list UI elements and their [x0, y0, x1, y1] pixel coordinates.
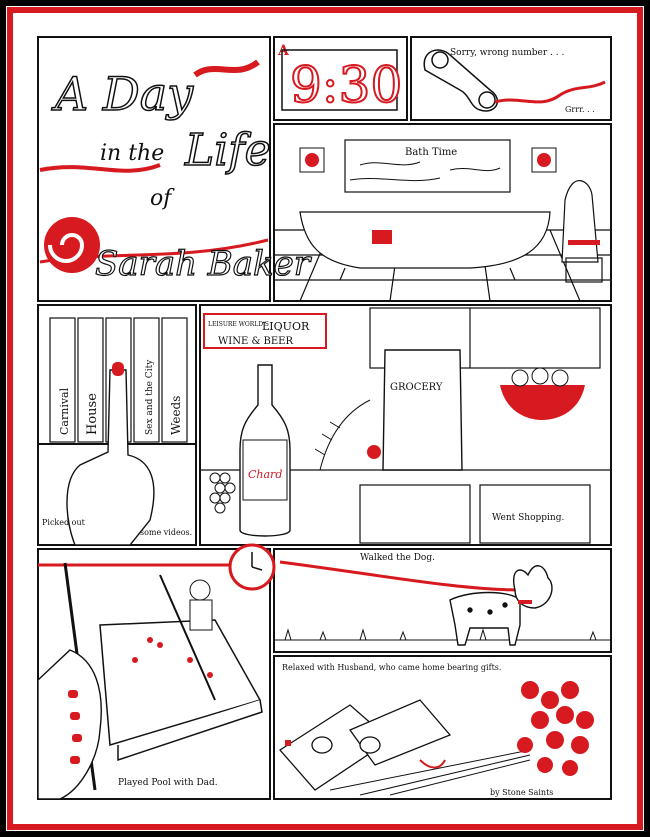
pool-cue-2 — [159, 574, 216, 701]
bathroom-scene — [274, 139, 611, 302]
bath-sign: Bath Time — [405, 147, 457, 158]
dad-figure-icon — [189, 579, 213, 631]
dog-leash — [279, 560, 521, 592]
title-line3: Life — [184, 125, 271, 176]
store-sign-sub: WINE & BEER — [218, 336, 293, 347]
red-sticker — [285, 740, 291, 746]
store-sign-big: LIQUOR — [262, 320, 310, 333]
burrito-icon — [279, 699, 452, 791]
fruit-bowl-icon — [500, 367, 585, 420]
phone-speech: Sorry, wrong number . . . — [450, 48, 564, 58]
dvd-spine-2: House — [85, 393, 100, 435]
panel-shopping — [199, 304, 612, 546]
pointing-hand-icon — [66, 362, 155, 546]
title-line5: Sarah Baker — [95, 244, 312, 284]
phone-cord — [494, 80, 606, 104]
title-line4: of — [150, 186, 175, 211]
title-line2: in the — [100, 141, 164, 166]
dvd-spine-1: Carnival — [58, 387, 71, 435]
telephone-handset-icon — [423, 49, 499, 112]
signature: by Stone Saints — [490, 788, 553, 797]
videos-caption-left: Picked out — [42, 518, 86, 527]
chihuahua-dog-icon — [449, 565, 553, 646]
clock-prefix: A — [277, 43, 290, 59]
dog-caption: Walked the Dog. — [360, 553, 435, 563]
store-sign-small: LEISURE WORLD'S — [208, 321, 269, 328]
liquor-store-sign — [203, 313, 327, 349]
panel-clock — [273, 36, 408, 121]
shopping-caption: Went Shopping. — [492, 513, 564, 523]
red-ribbon — [568, 240, 600, 245]
pool-caption: Played Pool with Dad. — [118, 778, 218, 788]
flower-frame-icon — [299, 147, 557, 173]
panel-dog — [273, 548, 612, 653]
wine-bottle-label: Chard — [248, 468, 282, 481]
title-line1: A Day — [51, 67, 194, 121]
dvd-spine-4: Weeds — [169, 396, 183, 435]
apple-icon — [367, 445, 381, 459]
dvd-spine-3: Sex and the City — [145, 359, 155, 435]
grocery-bag-icon — [382, 349, 463, 471]
panel-pool — [37, 548, 271, 800]
pool-table-icon — [99, 619, 263, 762]
hand-with-cue-icon — [37, 649, 102, 800]
phone-growl: Grrr. . . — [565, 105, 595, 114]
pool-balls — [132, 637, 213, 678]
wheat-icon — [314, 399, 371, 471]
panel-bath — [273, 123, 612, 302]
grapes-icon — [209, 472, 236, 514]
panel-title — [37, 36, 271, 302]
wall-clock-icon — [228, 543, 276, 591]
digital-clock-icon — [281, 49, 398, 111]
title-swirl-decoration — [39, 59, 269, 273]
panel-phone — [410, 36, 612, 121]
panel-husband — [273, 655, 612, 800]
grass — [274, 628, 611, 641]
clock-time: 9:30 — [290, 56, 402, 114]
dog-collar — [518, 600, 532, 604]
red-towel — [372, 230, 392, 244]
flower-bouquet-icon — [329, 681, 594, 796]
wine-bottle-icon — [239, 364, 291, 537]
videos-caption-right: some videos. — [140, 528, 192, 537]
husband-caption: Relaxed with Husband, who came home bear… — [282, 663, 501, 672]
grocery-bag-label: GROCERY — [390, 382, 443, 393]
